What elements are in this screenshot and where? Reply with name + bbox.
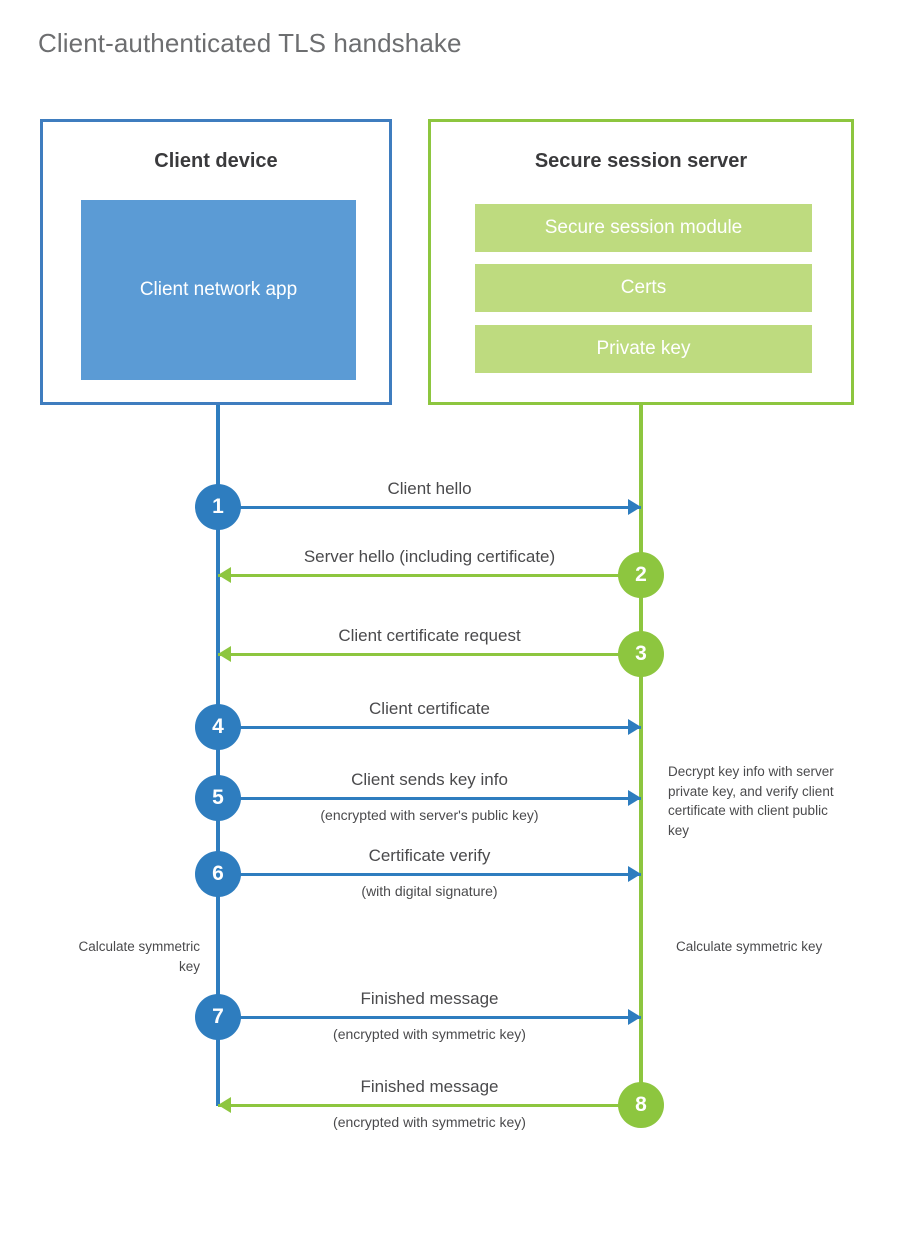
arrow-head-icon-5 [628,790,641,806]
secure-session-server-title: Secure session server [534,150,748,172]
message-arrow-4 [218,726,641,729]
message-label-3: Client certificate request [338,626,521,645]
server-component-secure-session-module: Secure session module [475,204,812,252]
step-badge-8[interactable]: 8 [618,1082,664,1128]
arrow-head-icon-8 [218,1097,231,1113]
server-component-private-key: Private key [475,325,812,373]
secure-session-server-box: Secure session server Secure session mod… [428,119,854,405]
server-decrypt-note: Decrypt key info with server private key… [668,764,834,838]
message-sublabel-5: (encrypted with server's public key) [320,807,539,823]
step-badge-4[interactable]: 4 [195,704,241,750]
arrow-head-icon-3 [218,646,231,662]
arrow-head-icon-7 [628,1009,641,1025]
message-label-4: Client certificate [369,699,490,718]
client-network-app-block: Client network app [81,200,356,380]
message-label-6: Certificate verify [368,846,491,865]
message-label-7: Finished message [360,989,499,1008]
step-badge-1[interactable]: 1 [195,484,241,530]
message-arrow-2 [218,574,641,577]
message-label-2: Server hello (including certificate) [303,547,556,566]
page-title: Client-authenticated TLS handshake [38,28,462,58]
client-calculate-symmetric-key-note: Calculate symmetric key [78,939,200,974]
message-sublabel-8: (encrypted with symmetric key) [333,1114,526,1130]
arrow-head-icon-2 [218,567,231,583]
step-badge-3[interactable]: 3 [618,631,664,677]
step-badge-6[interactable]: 6 [195,851,241,897]
message-arrow-6 [218,873,641,876]
message-label-1: Client hello [387,479,472,498]
message-sublabel-6: (with digital signature) [361,883,498,899]
server-calculate-symmetric-key-note: Calculate symmetric key [676,939,823,954]
step-badge-7[interactable]: 7 [195,994,241,1040]
arrow-head-icon-6 [628,866,641,882]
step-badge-5[interactable]: 5 [195,775,241,821]
message-arrow-3 [218,653,641,656]
client-lifeline [216,405,220,1106]
message-arrow-7 [218,1016,641,1019]
message-arrow-1 [218,506,641,509]
step-badge-2[interactable]: 2 [618,552,664,598]
arrow-head-icon-1 [628,499,641,515]
client-device-title: Client device [154,150,278,172]
message-label-5: Client sends key info [351,770,508,789]
client-device-box: Client device Client network app [40,119,392,405]
message-arrow-8 [218,1104,641,1107]
arrow-head-icon-4 [628,719,641,735]
message-sublabel-7: (encrypted with symmetric key) [333,1026,526,1042]
message-arrow-5 [218,797,641,800]
message-label-8: Finished message [360,1077,499,1096]
server-component-certs: Certs [475,264,812,312]
server-lifeline [639,405,643,1106]
